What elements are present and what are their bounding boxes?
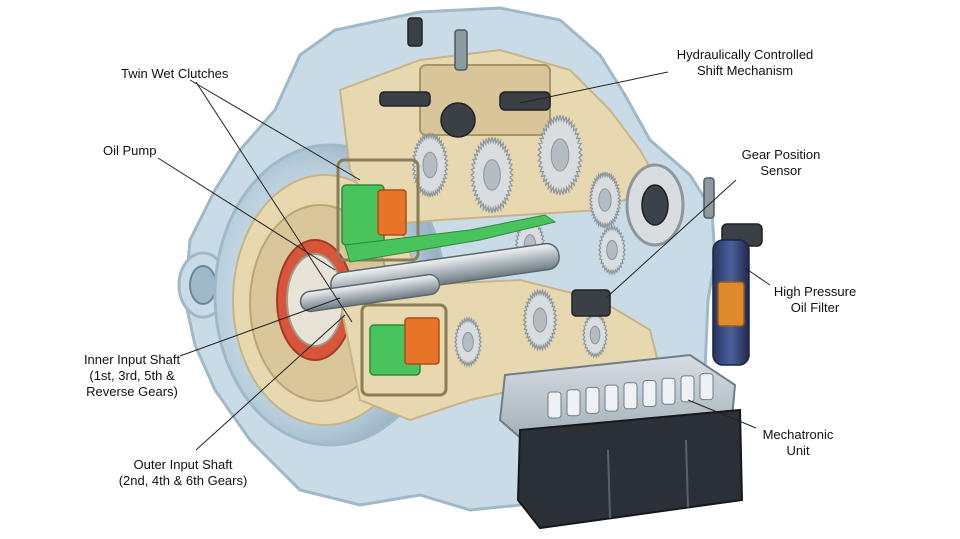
label-line: Inner Input Shaft (83, 352, 181, 367)
label-line: (1st, 3rd, 5th & (89, 368, 175, 383)
valve-spool (585, 386, 600, 414)
mechatronic-unit-assembly (498, 353, 744, 530)
label-line: Gear Position (741, 147, 821, 162)
twin-wet-clutch-pack-upper (336, 158, 420, 262)
label-gear-position-sensor: Gear Position Sensor (735, 147, 827, 179)
gear-set (411, 114, 627, 368)
clutch-pack-orange (377, 189, 407, 236)
leader-line-inner-input-shaft (179, 297, 341, 357)
label-line: Oil Filter (790, 300, 840, 315)
label-line: Oil Pump (103, 143, 157, 158)
mechatronic-electronics-base (516, 408, 744, 530)
label-line: Sensor (760, 163, 802, 178)
inner-input-shaft (299, 273, 441, 313)
shift-fork (379, 91, 431, 107)
leader-line-gear-position-sensor (605, 179, 737, 299)
label-line: Shift Mechanism (696, 63, 794, 78)
top-stud (454, 29, 468, 71)
label-line: Hydraulically Controlled (676, 47, 814, 62)
filter-inlet-pipe (703, 177, 715, 219)
gear (537, 114, 583, 196)
valve-spool (642, 380, 657, 407)
leader-line-outer-input-shaft (195, 314, 346, 451)
shift-actuator-rod (499, 91, 551, 111)
mechatronic-panel-seam (607, 449, 611, 519)
gear (411, 132, 449, 198)
label-line: High Pressure (773, 284, 857, 299)
leader-lines (157, 71, 771, 451)
label-line: Mechatronic (762, 427, 834, 442)
gear (470, 136, 514, 214)
leader-line-oil-pump (157, 157, 336, 271)
label-hydraulic-shift-mechanism: Hydraulically Controlled Shift Mechanism (670, 47, 820, 79)
top-stud (407, 17, 423, 47)
valve-spool (661, 377, 676, 405)
valve-spool (604, 384, 619, 412)
label-twin-wet-clutches: Twin Wet Clutches (121, 66, 228, 82)
label-mechatronic-unit: Mechatronic Unit (756, 427, 840, 459)
label-line: Twin Wet Clutches (121, 66, 229, 81)
valve-spool (623, 382, 638, 410)
label-high-pressure-oil-filter: High Pressure Oil Filter (766, 284, 864, 316)
valve-spool (699, 373, 714, 401)
gear (597, 223, 627, 277)
leader-line-twin-wet-clutches (189, 79, 361, 181)
mechatronic-panel-seam (685, 439, 689, 508)
label-outer-input-shaft: Outer Input Shaft (2nd, 4th & 6th Gears) (108, 457, 258, 489)
twin-wet-clutch-pack-lower (360, 303, 448, 397)
gear-position-sensor (571, 289, 611, 317)
label-line: Reverse Gears) (86, 384, 178, 399)
label-line: Unit (786, 443, 810, 458)
label-oil-pump: Oil Pump (103, 143, 156, 159)
gear (522, 288, 558, 352)
clutch-pack-housing (360, 303, 448, 397)
gear (453, 316, 483, 368)
valve-spool (547, 391, 562, 419)
gear (588, 171, 622, 229)
leader-line-oil-filter (744, 267, 771, 286)
left-mount-bore (189, 265, 217, 305)
clutch-pack-orange (404, 317, 440, 365)
leader-line-twin-wet-clutches (195, 81, 353, 323)
oil-channel (344, 214, 557, 263)
leader-line-hydraulic-shift (519, 71, 669, 104)
valve-spool (680, 375, 695, 403)
leader-line-mechatronic-unit (687, 399, 757, 429)
label-line: Outer Input Shaft (133, 457, 233, 472)
oil-filter-assembly (703, 177, 763, 366)
label-line: (2nd, 4th & 6th Gears) (118, 473, 248, 488)
shift-mechanism-assembly (379, 17, 551, 138)
clutch-pack-housing (336, 158, 420, 262)
label-inner-input-shaft: Inner Input Shaft (1st, 3rd, 5th & Rever… (78, 352, 186, 400)
gear (582, 311, 608, 359)
filter-element (717, 281, 745, 327)
valve-spool (566, 389, 581, 417)
valve-spool-row (547, 373, 714, 419)
output-bearing-bore (641, 184, 669, 226)
shift-actuator (440, 102, 476, 138)
